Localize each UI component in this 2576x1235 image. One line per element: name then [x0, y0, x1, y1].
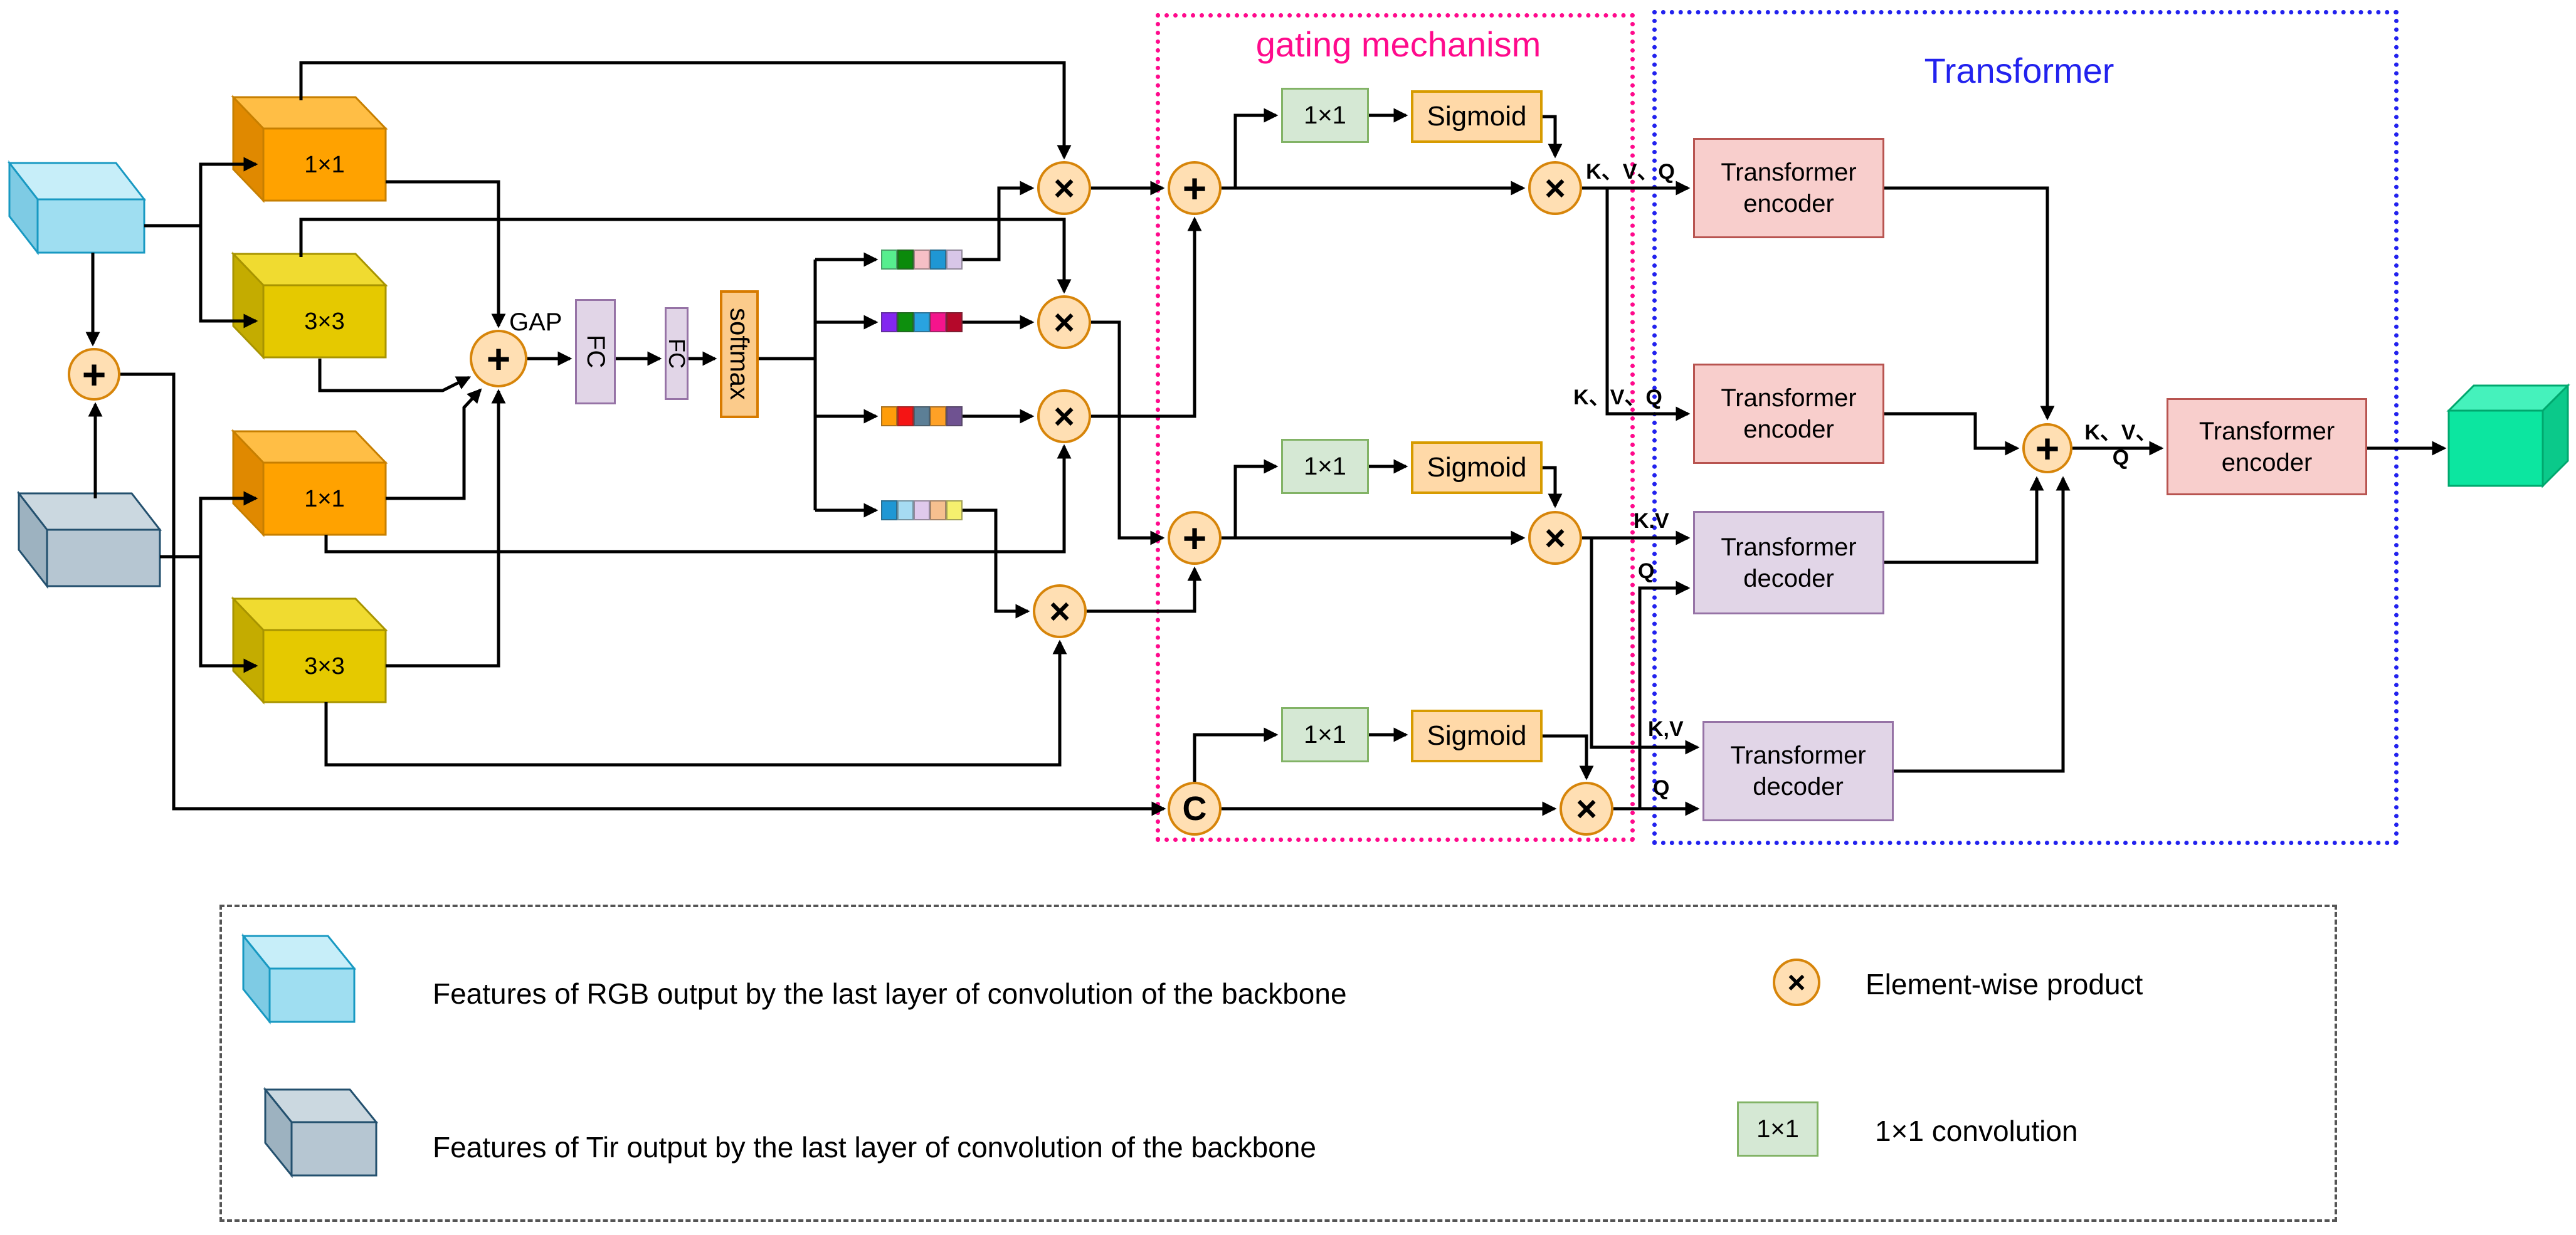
tir-feature-cube	[16, 490, 162, 589]
gap-label: GAP	[509, 308, 562, 336]
gate-sigmoid-mid: Sigmoid	[1411, 441, 1543, 494]
transformer-decoder-1: Transformer decoder	[1693, 511, 1884, 614]
transformer-decoder-2: Transformer decoder	[1702, 721, 1894, 821]
weight-segment	[946, 500, 963, 520]
kvq-label-final-encoder: K、V、Q	[2084, 421, 2157, 470]
add-node-input-fusion: +	[68, 348, 120, 401]
concat-node: C	[1168, 782, 1222, 836]
weight-segment	[914, 312, 930, 332]
add-node-gap: +	[470, 330, 527, 387]
weight-segment	[881, 500, 897, 520]
tir-conv1x1-cube	[231, 429, 388, 537]
add-node-gate-mid: +	[1168, 511, 1222, 565]
rgb-conv1x1-label: 1×1	[304, 151, 345, 178]
decoder2-line1: Transformer	[1730, 742, 1866, 769]
weight-segment	[914, 500, 930, 520]
transformer-encoder-final: Transformer encoder	[2167, 398, 2367, 495]
gating-mechanism-region	[1156, 13, 1635, 842]
rgb-conv3x3-label: 3×3	[304, 308, 345, 335]
multiply-node-1: ×	[1037, 161, 1091, 215]
legend-product-text: Element-wise product	[1866, 968, 2143, 1001]
weight-bar-2	[881, 312, 963, 332]
weight-segment	[930, 500, 946, 520]
gate-conv1x1-bottom: 1×1	[1281, 707, 1369, 762]
gate-sigmoid-bottom: Sigmoid	[1411, 710, 1543, 762]
add-node-gate-top: +	[1168, 161, 1222, 215]
q-label-decoder2: Q	[1653, 776, 1670, 800]
weight-segment	[881, 250, 897, 270]
weight-bar-4	[881, 500, 963, 520]
weight-segment	[930, 250, 946, 270]
legend-rgb-text: Features of RGB output by the last layer…	[433, 977, 1347, 1010]
weight-segment	[946, 406, 963, 426]
encoder2-line1: Transformer	[1721, 384, 1857, 412]
softmax-box: softmax	[720, 290, 759, 418]
transformer-title: Transformer	[1924, 51, 2114, 90]
gate-sigmoid-top: Sigmoid	[1411, 90, 1543, 143]
multiply-node-gate-mid: ×	[1528, 511, 1582, 565]
legend-rgb-cube	[241, 933, 357, 1025]
add-node-transformer: +	[2022, 423, 2072, 473]
tir-conv1x1-label: 1×1	[304, 485, 345, 512]
tir-conv3x3-cube	[231, 596, 388, 705]
transformer-encoder-1: Transformer encoder	[1693, 138, 1884, 238]
q-label-decoder1: Q	[1638, 559, 1655, 583]
rgb-feature-cube	[7, 160, 147, 256]
legend-tir-text: Features of Tir output by the last layer…	[433, 1131, 1316, 1164]
multiply-node-3: ×	[1037, 389, 1091, 443]
gate-conv1x1-mid: 1×1	[1281, 439, 1369, 494]
weight-bar-1	[881, 250, 963, 270]
weight-segment	[946, 250, 963, 270]
multiply-node-gate-top: ×	[1528, 161, 1582, 215]
decoder2-line2: decoder	[1753, 773, 1844, 801]
weight-segment	[881, 312, 897, 332]
tir-conv3x3-label: 3×3	[304, 653, 345, 680]
kv-label-decoder1: K.V	[1634, 509, 1669, 533]
multiply-node-4: ×	[1033, 584, 1087, 638]
weight-segment	[897, 500, 914, 520]
kvq-label-encoder1: K、V、Q	[1586, 160, 1675, 184]
gating-mechanism-title: gating mechanism	[1255, 24, 1541, 64]
legend-conv1x1-icon: 1×1	[1737, 1101, 1819, 1157]
rgb-conv1x1-cube	[231, 95, 388, 203]
transformer-encoder-2: Transformer encoder	[1693, 364, 1884, 464]
weight-segment	[897, 406, 914, 426]
fc1-box: FC	[575, 299, 616, 404]
weight-segment	[897, 312, 914, 332]
weight-bar-3	[881, 406, 963, 426]
fused-output-cube	[2446, 383, 2570, 488]
encoder1-line1: Transformer	[1721, 159, 1857, 186]
weight-segment	[897, 250, 914, 270]
gate-conv1x1-top: 1×1	[1281, 88, 1369, 143]
kvq-label-encoder2: K、V、Q	[1573, 386, 1662, 409]
transformer-region	[1652, 10, 2399, 845]
legend-conv-text: 1×1 convolution	[1875, 1115, 2078, 1147]
rgb-conv3x3-cube	[231, 251, 388, 360]
decoder1-line1: Transformer	[1721, 533, 1857, 561]
kv-label-decoder2: K,V	[1648, 717, 1684, 741]
weight-segment	[930, 312, 946, 332]
weight-segment	[930, 406, 946, 426]
encoder1-line2: encoder	[1743, 190, 1834, 218]
weight-segment	[881, 406, 897, 426]
legend-multiply-icon: ×	[1773, 959, 1820, 1006]
multiply-node-gate-bottom: ×	[1560, 782, 1613, 836]
fc2-box: FC	[664, 307, 690, 400]
weight-segment	[946, 312, 963, 332]
final-encoder-line2: encoder	[2221, 448, 2313, 476]
multiply-node-2: ×	[1037, 295, 1091, 349]
legend-box	[219, 905, 2337, 1222]
decoder1-line2: decoder	[1743, 564, 1834, 592]
weight-segment	[914, 406, 930, 426]
legend-tir-cube	[263, 1086, 379, 1179]
encoder2-line2: encoder	[1743, 416, 1834, 443]
weight-segment	[914, 250, 930, 270]
final-encoder-line1: Transformer	[2199, 417, 2335, 445]
